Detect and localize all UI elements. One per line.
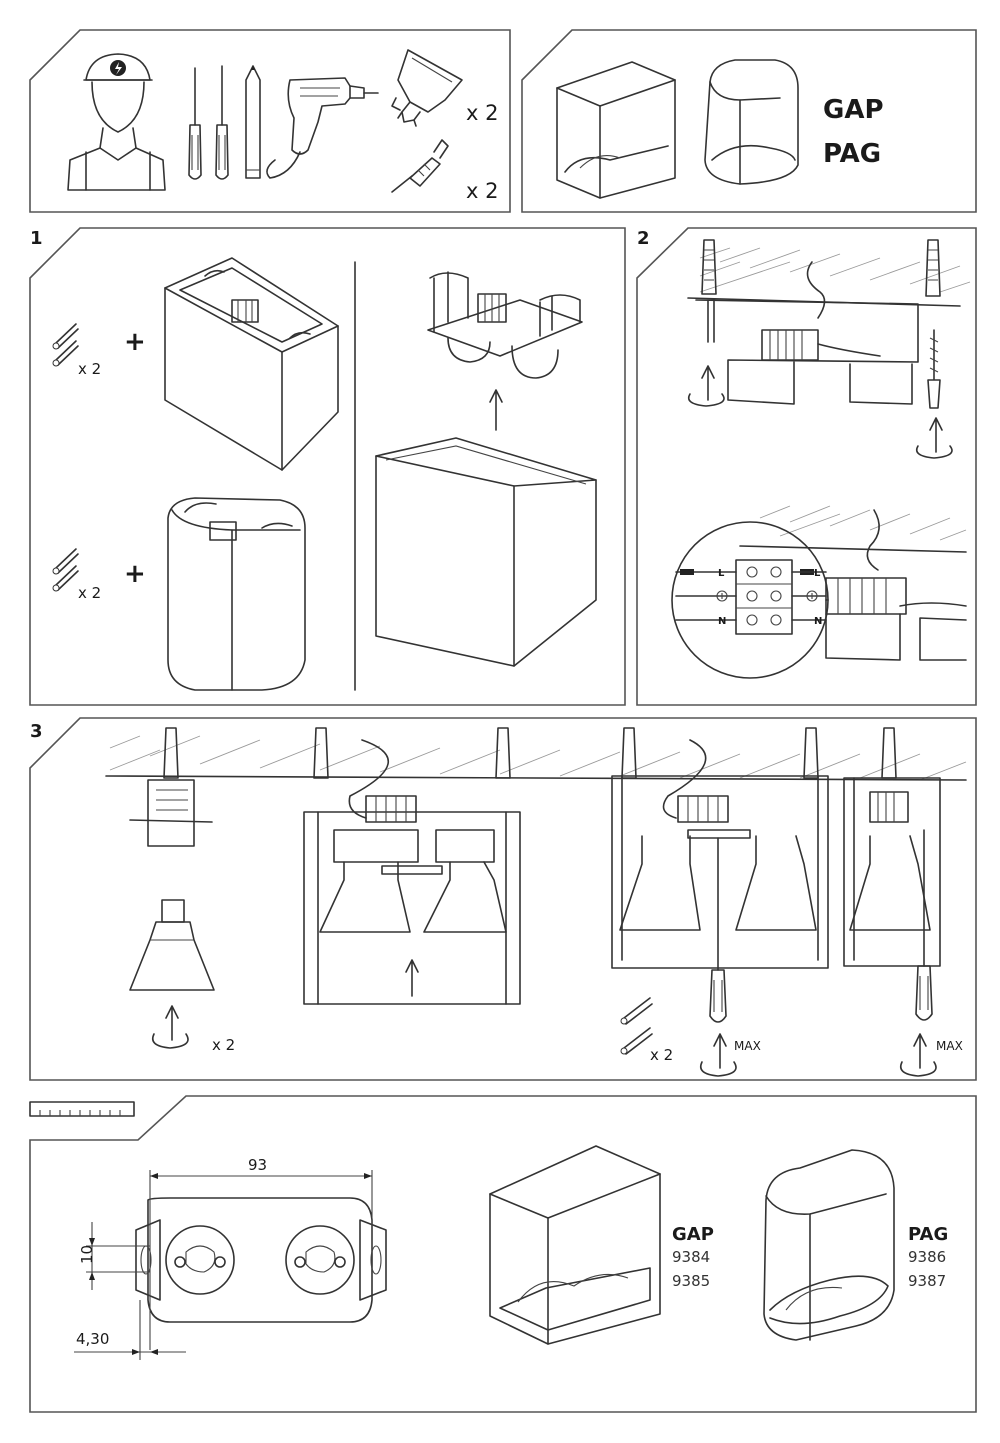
screw-pair-top: x 2: [52, 323, 101, 378]
terminal-n-right: N: [814, 616, 822, 627]
pencil-icon: [245, 65, 261, 179]
up-arrow-step1: [489, 389, 503, 431]
gap-fixture-view: GAP 9384 9385: [489, 1145, 714, 1345]
step-2-number: 2: [637, 228, 650, 249]
torque-max-b: MAX: [936, 1039, 963, 1053]
step-3-panel: 3 x 2: [29, 717, 977, 1081]
wall-plug-right: [925, 239, 941, 297]
step-1-panel: 1 x 2 + x 2 +: [29, 227, 626, 706]
gu10-bulb-icon: x 2: [391, 49, 498, 127]
models-panel: GAP PAG: [521, 29, 977, 213]
plus-sign-bottom: +: [124, 559, 146, 589]
screw-multiplier-step3: x 2: [650, 1046, 673, 1064]
screw-multiplier: x 2: [466, 179, 498, 203]
bulb-multiplier: x 2: [466, 101, 498, 125]
step-2-panel: 2: [636, 227, 977, 706]
rotate-arrow-icon: [687, 365, 953, 459]
fixture-plate: [695, 299, 919, 405]
small-mounted-plate: [129, 779, 213, 847]
screw-tighten-square: MAX: [611, 739, 829, 1077]
screwdriver-icon: [188, 65, 229, 180]
bulb-multiplier-step3: x 2: [212, 1036, 235, 1054]
torque-max-a: MAX: [734, 1039, 761, 1053]
dimension-offset-label: 4,30: [76, 1330, 109, 1348]
plate-top-view: [135, 1197, 387, 1323]
electrician-icon: [67, 53, 166, 191]
terminal-n-left: N: [718, 616, 726, 627]
square-housing: [164, 257, 339, 471]
plus-sign-top: +: [124, 327, 146, 357]
step-1-number: 1: [30, 228, 43, 249]
model-gap-title: GAP: [823, 95, 884, 125]
open-housing-box: [375, 437, 597, 667]
terminal-l-left: L: [718, 568, 725, 579]
step-3-number: 3: [30, 721, 43, 742]
dimension-width: 93: [149, 1156, 373, 1350]
pag-code-2: 9387: [908, 1272, 946, 1290]
dimension-offset: 4,30: [74, 1300, 186, 1360]
mains-cable: [806, 261, 826, 319]
terminal-block-detail: L N L N: [671, 521, 829, 679]
drill-icon: [266, 77, 379, 179]
round-housing: [167, 497, 306, 691]
dimension-height: 10: [78, 1222, 150, 1290]
screw-multiplier-top: x 2: [78, 360, 101, 378]
pag-model-name: PAG: [908, 1224, 948, 1245]
gap-code-2: 9385: [672, 1272, 710, 1290]
dimension-height-label: 10: [78, 1245, 96, 1264]
screw-pair-step3: x 2: [620, 997, 673, 1064]
pag-code-1: 9386: [908, 1248, 946, 1266]
screw-pair-bottom: x 2: [52, 548, 101, 602]
ceiling-hatch-bottom: [739, 505, 967, 553]
gu10-bulb-step3: x 2: [129, 899, 235, 1054]
gap-model-name: GAP: [672, 1224, 714, 1245]
ceiling-hatch-step3: [105, 735, 967, 781]
model-pag-title: PAG: [823, 139, 881, 169]
screw-multiplier-bottom: x 2: [78, 584, 101, 602]
ruler-icon: [29, 1101, 135, 1117]
screw-tighten-round: MAX: [843, 777, 963, 1077]
mains-cable-lower: [866, 509, 880, 571]
mounting-plate: [427, 271, 583, 379]
pag-luminaire: [704, 59, 799, 185]
gap-luminaire: [556, 61, 676, 199]
tools-panel: x 2 x 2: [29, 29, 511, 213]
fixture-plate-lower: [825, 577, 967, 661]
wall-plugs-step3: [163, 727, 897, 779]
gap-code-1: 9384: [672, 1248, 710, 1266]
wall-plug-left: [701, 239, 717, 295]
pag-fixture-view: PAG 9386 9387: [763, 1149, 948, 1341]
screw-right: [927, 329, 941, 409]
dimension-width-label: 93: [248, 1156, 267, 1174]
housing-insert: [303, 739, 521, 1005]
wall-plug-icon: x 2: [391, 139, 498, 203]
specs-panel: 93 10 4,30 GAP 9384 9385: [29, 1095, 977, 1413]
terminal-l-right: L: [814, 568, 821, 579]
